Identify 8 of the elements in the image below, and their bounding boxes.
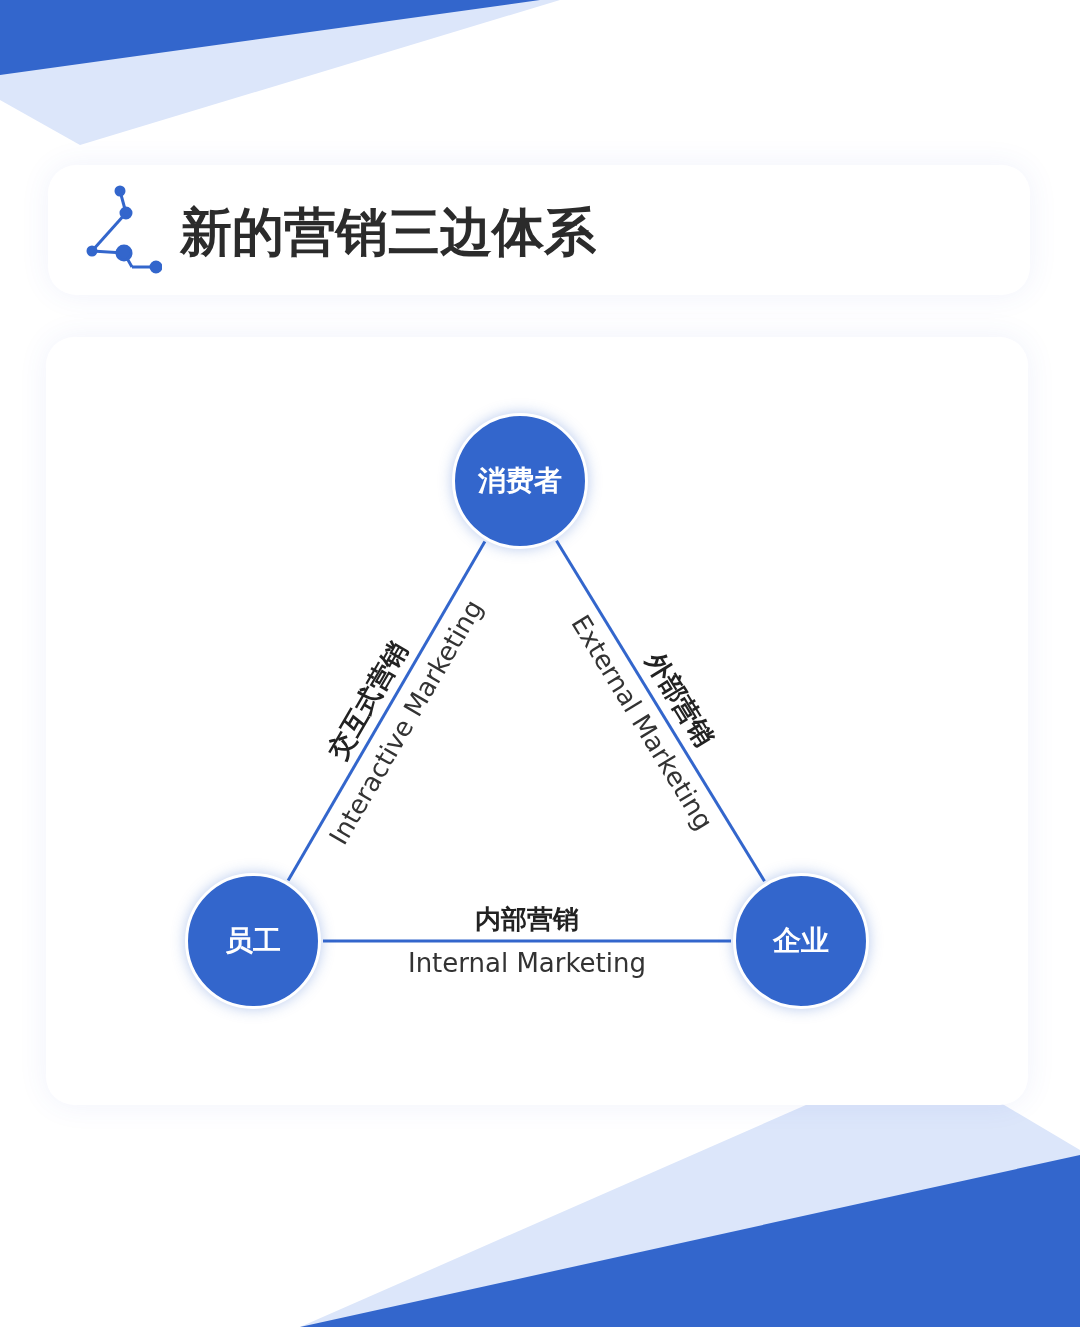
edge-label: 内部营销 Internal Marketing [407, 903, 647, 980]
node-label: 员工 [225, 923, 281, 959]
node-label: 企业 [773, 923, 829, 959]
connector-line [286, 540, 487, 882]
connector-line [555, 539, 766, 883]
node-label: 消费者 [478, 463, 562, 499]
connector-line [323, 939, 731, 943]
title: 新的营销三边体系 [180, 201, 596, 264]
